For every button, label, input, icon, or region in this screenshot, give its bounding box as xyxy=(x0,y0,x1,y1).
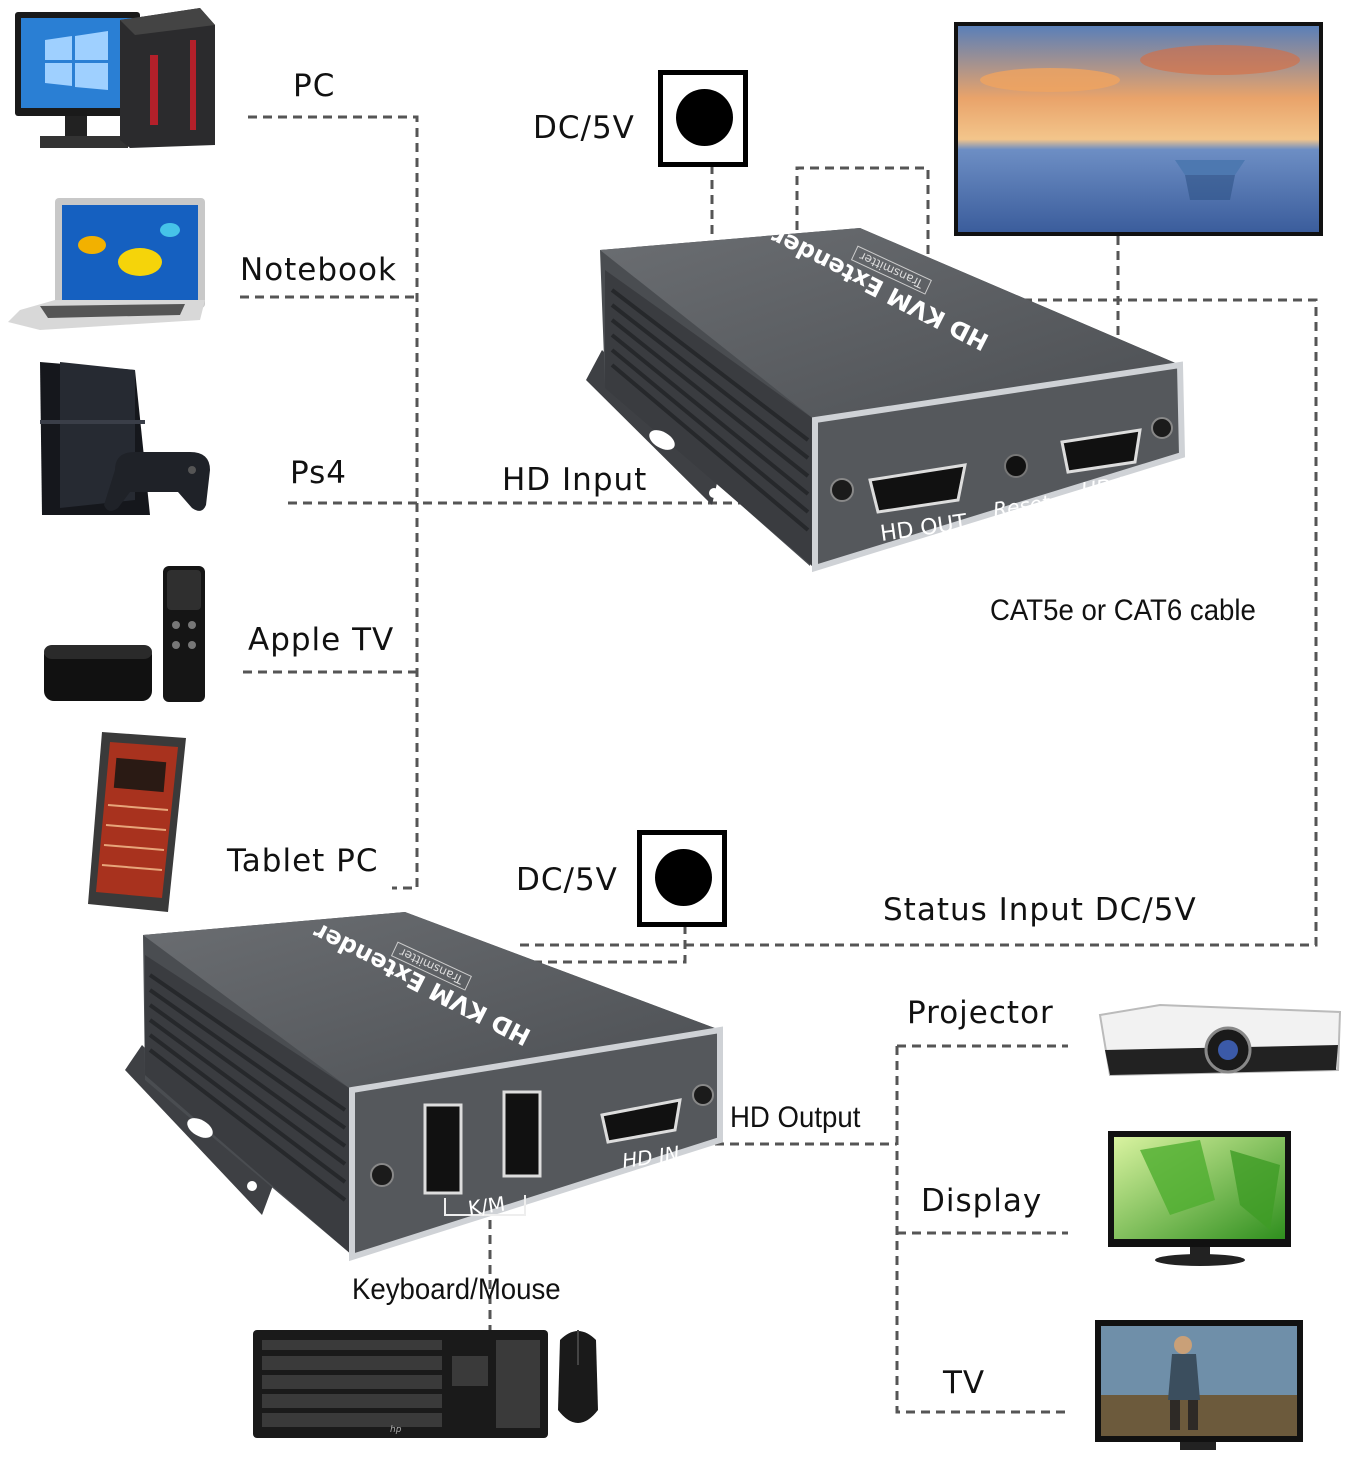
monitor-icon xyxy=(954,22,1323,236)
dashed-wires xyxy=(240,115,1318,1414)
tv-label: TV xyxy=(943,1365,986,1401)
mouse-icon xyxy=(558,1330,598,1423)
display-icon xyxy=(1108,1131,1291,1266)
keyboard-brand-logo: hp xyxy=(390,1425,402,1435)
notebook-icon xyxy=(8,198,205,330)
hd-input-label: HD Input xyxy=(502,462,648,498)
pc-label: PC xyxy=(293,68,336,104)
tv-icon xyxy=(1095,1320,1303,1450)
ps4-icon xyxy=(40,362,210,515)
receiver-power-label: DC/5V xyxy=(516,862,618,898)
tablet-pc-label: Tablet PC xyxy=(227,843,379,879)
apple-tv-label: Apple TV xyxy=(248,622,395,658)
display-label: Display xyxy=(921,1183,1043,1219)
keyboard-icon xyxy=(253,1330,548,1438)
transmitter-device xyxy=(586,228,1186,573)
projector-label: Projector xyxy=(907,995,1054,1031)
apple-tv-icon xyxy=(44,566,205,702)
notebook-label: Notebook xyxy=(240,252,397,288)
projector-icon xyxy=(1098,1003,1342,1077)
km-port-label: K/M xyxy=(466,1191,507,1221)
dc-jack-icon xyxy=(658,70,748,167)
keyboard-mouse-label: Keyboard/Mouse xyxy=(352,1273,561,1306)
cable-label: CAT5e or CAT6 cable xyxy=(990,594,1256,627)
transmitter-power-label: DC/5V xyxy=(533,110,635,146)
tablet-icon xyxy=(88,732,186,912)
receiver-device xyxy=(125,912,723,1262)
hd-output-label: HD Output xyxy=(730,1101,861,1134)
dc-jack-icon xyxy=(637,830,727,927)
pc-icon xyxy=(15,8,215,148)
status-input-label: Status Input DC/5V xyxy=(883,892,1197,928)
ps4-label: Ps4 xyxy=(290,455,348,491)
